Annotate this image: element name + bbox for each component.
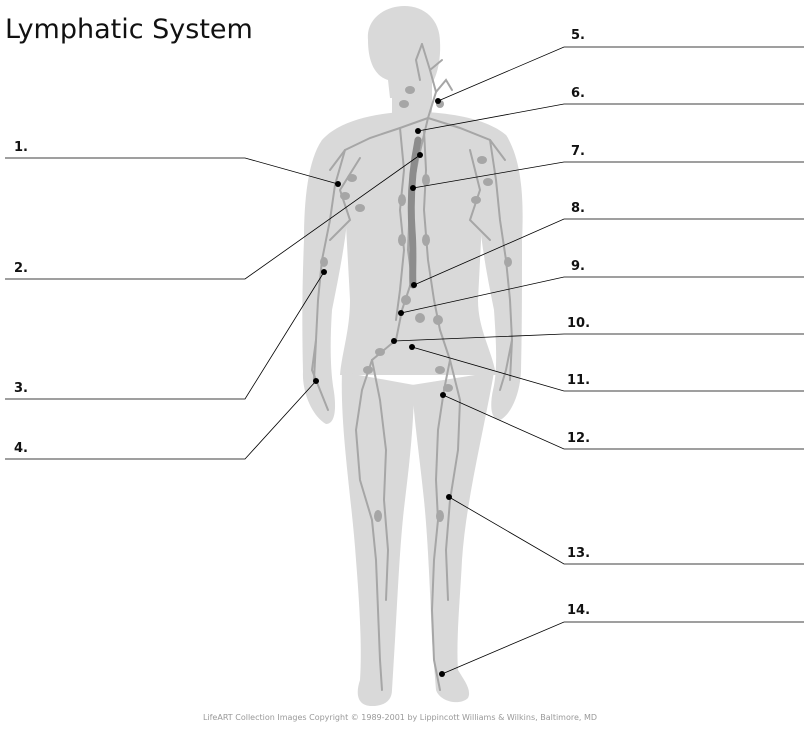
leader-7: [412, 161, 804, 189]
leader-5: [437, 46, 804, 102]
leader-8: [413, 218, 804, 286]
label-14: 14.: [567, 603, 591, 618]
thoracic-duct: [407, 136, 422, 289]
label-9: 9.: [571, 259, 585, 274]
label-2: 2.: [14, 261, 28, 276]
label-11: 11.: [567, 373, 591, 388]
leader-2: [5, 154, 421, 280]
label-13: 13.: [567, 546, 591, 561]
copyright-text: LifeART Collection Images Copyright © 19…: [202, 713, 598, 722]
leader-10: [393, 333, 804, 342]
leader-1: [5, 157, 339, 185]
label-3: 3.: [14, 381, 28, 396]
leader-14: [441, 621, 804, 675]
body-silhouette: [302, 6, 523, 706]
leader-4: [5, 380, 317, 460]
leader-12: [442, 394, 804, 450]
diagram-title: Lymphatic System: [5, 14, 253, 45]
label-1: 1.: [14, 140, 28, 155]
label-5: 5.: [571, 28, 585, 43]
label-12: 12.: [567, 431, 591, 446]
pointer-dots: [313, 98, 452, 677]
leader-11: [411, 346, 804, 392]
leader-9: [400, 276, 804, 314]
leader-3: [5, 271, 325, 400]
label-7: 7.: [571, 144, 585, 159]
label-4: 4.: [14, 441, 28, 456]
label-6: 6.: [571, 86, 585, 101]
label-8: 8.: [571, 201, 585, 216]
leader-13: [448, 496, 804, 565]
leader-lines: [5, 46, 804, 675]
leader-6: [417, 103, 804, 132]
label-10: 10.: [567, 316, 591, 331]
